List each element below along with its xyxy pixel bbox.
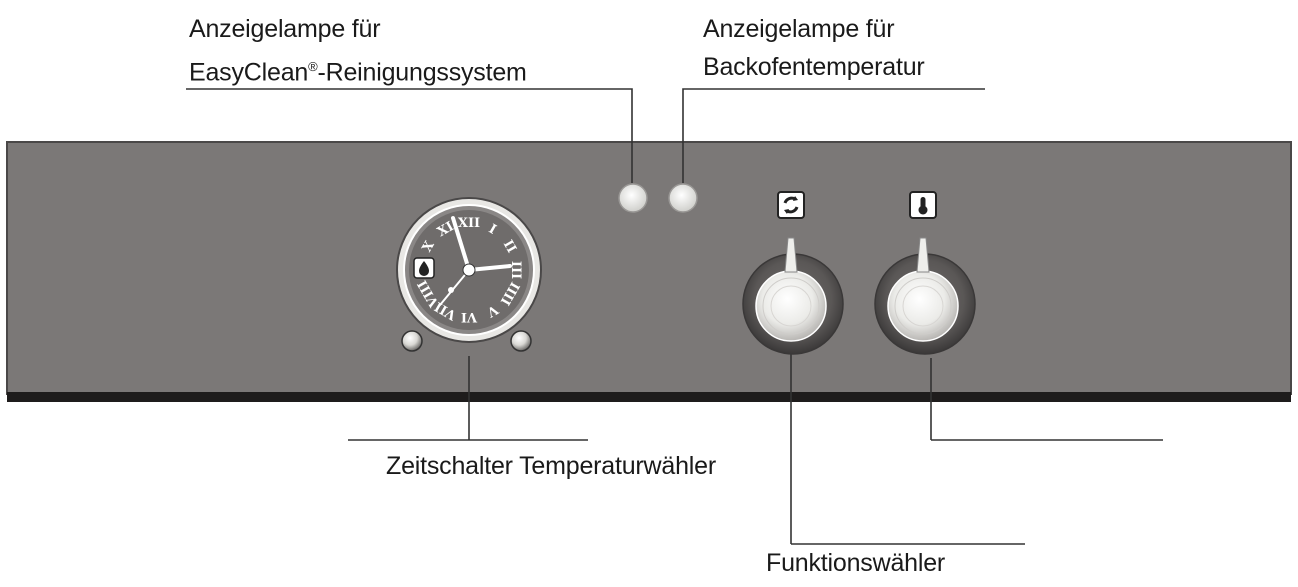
thermometer-icon (909, 191, 937, 219)
timer-clock: XIIIIIIIIIIIIVVIVIIVIIIIXXXI (396, 197, 542, 343)
leader-lines (186, 88, 1163, 545)
clock-right-adjust-knob (510, 330, 532, 352)
control-panel (6, 141, 1292, 402)
function-selector-knob (742, 191, 844, 355)
registered-mark: ® (308, 59, 318, 74)
clock-left-adjust-knob (401, 330, 423, 352)
clock-numeral: XII (458, 216, 480, 231)
label-easyclean-suffix: -Reinigungssystem (317, 58, 527, 87)
clock-numeral: XI (435, 219, 457, 240)
clock-numeral: VI (461, 309, 478, 324)
clock-minute-hand (451, 216, 471, 272)
leader-easyclean-lamp (186, 88, 633, 183)
label-timer-temperature: Zeitschalter Temperaturwähler (386, 452, 716, 480)
label-easyclean-line2: EasyClean®-Reinigungssystem (189, 52, 527, 87)
clock-numerals: XIIIIIIIIIIIIVVIVIIVIIIIXXXI (415, 216, 523, 324)
clock-hour-hand (467, 264, 512, 272)
clock-numeral: III (508, 261, 523, 279)
leader-oven-temp-lamp (682, 88, 985, 183)
oven-temperature-indicator-lamp (668, 183, 698, 213)
temperature-selector-knob (874, 191, 976, 355)
flame-drop-icon (413, 257, 435, 279)
fan-rotation-icon (777, 191, 805, 219)
label-function-selector: Funktionswähler (766, 549, 946, 577)
clock-timer-hand (439, 269, 470, 306)
easyclean-indicator-lamp (618, 183, 648, 213)
label-easyclean-line1: Anzeigelampe für (189, 15, 381, 43)
label-easyclean-brand: EasyClean (189, 58, 309, 87)
label-oven-temp-line1: Anzeigelampe für (703, 15, 895, 43)
label-oven-temp-line2: Backofentemperatur (703, 53, 925, 81)
